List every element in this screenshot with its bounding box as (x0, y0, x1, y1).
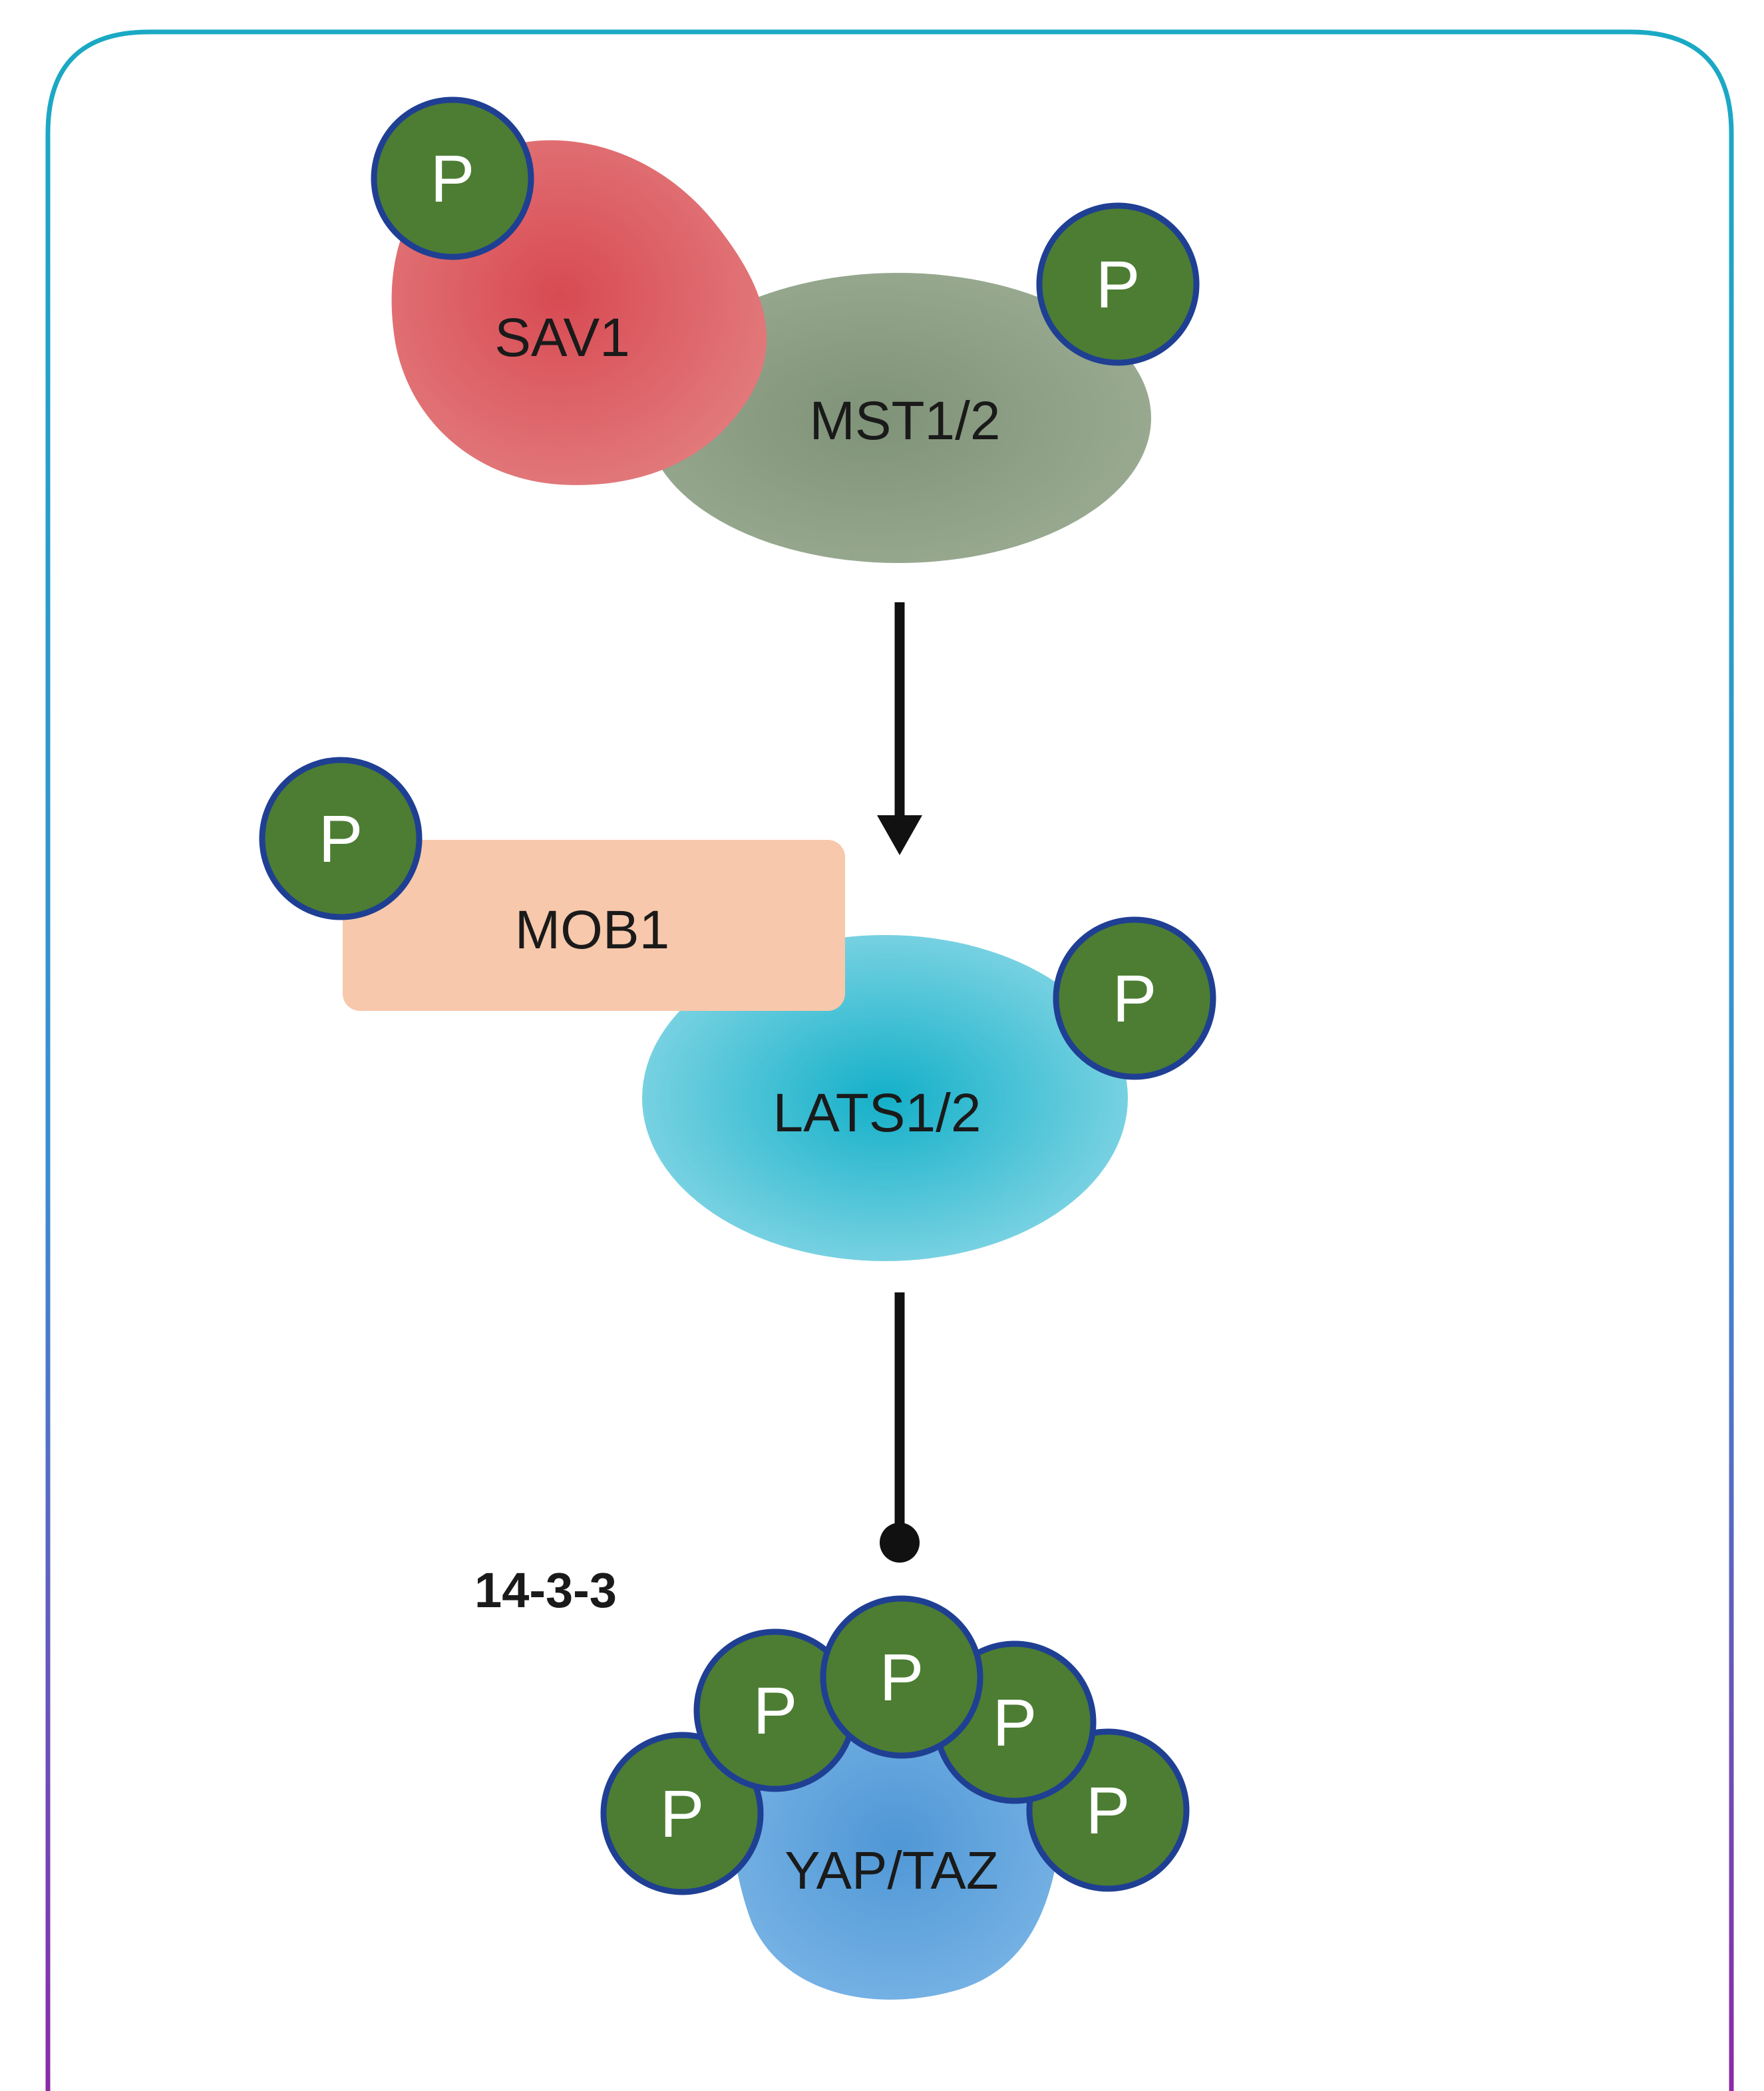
lats-complex: MOB1 LATS1/2 P P (259, 757, 1216, 1261)
lats-label: LATS1/2 (773, 1083, 981, 1143)
phospho-label: P (660, 1777, 705, 1851)
mst-complex: SAV1 MST1/2 P P (371, 96, 1200, 563)
phosphate-circle-icon: P (820, 1595, 983, 1759)
phosphate-circle-icon: P (600, 1732, 764, 1895)
phospho-label: P (880, 1640, 924, 1715)
sav1-label: SAV1 (494, 307, 630, 368)
pathway-frame (45, 29, 1734, 2091)
mob1-label: MOB1 (515, 900, 669, 960)
phosphate-circle-icon: P (1053, 916, 1216, 1080)
phospho-label: P (993, 1686, 1037, 1760)
mst-label: MST1/2 (809, 391, 1000, 451)
phospho-label: P (753, 1674, 798, 1748)
phospho-label: P (1113, 962, 1157, 1036)
blunt-inhibition-icon (880, 1292, 920, 1563)
phospho-label: P (1086, 1774, 1131, 1848)
yap-complex: P P P P P YAP/TAZ (600, 1595, 1190, 2000)
mob1-shape (343, 840, 845, 1011)
phosphate-circle-icon: P (1036, 202, 1200, 366)
adaptor-label: 14-3-3 (474, 1563, 617, 1618)
phosphate-circle-icon: P (259, 757, 423, 920)
phosphate-circle-icon: P (693, 1628, 857, 1792)
arrow-icon (877, 602, 922, 855)
phosphate-circle-icon: P (371, 96, 534, 260)
mst-shape (645, 273, 1151, 563)
phospho-label: P (1096, 248, 1141, 322)
phospho-label: P (319, 802, 363, 876)
phospho-label: P (431, 142, 475, 216)
lats-shape (642, 935, 1128, 1261)
yap-label: YAP/TAZ (785, 1841, 999, 1900)
